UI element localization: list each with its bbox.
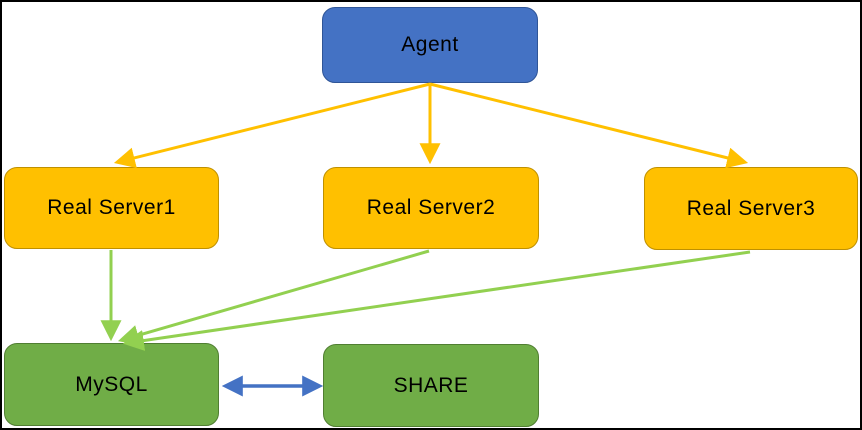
node-real-server3: Real Server3: [644, 167, 858, 250]
node-real-server1: Real Server1: [4, 167, 219, 249]
node-share-label: SHARE: [393, 373, 469, 397]
node-agent: Agent: [322, 7, 538, 83]
node-mysql-label: MySQL: [75, 372, 148, 396]
edge-real-server3-to-mysql: [122, 250, 751, 351]
node-real-server2-label: Real Server2: [366, 196, 496, 219]
node-share: SHARE: [323, 344, 539, 427]
edge-agent-to-real-server3: [429, 82, 749, 169]
node-real-server1-label: Real Server1: [47, 196, 176, 219]
node-agent-label: Agent: [401, 33, 459, 56]
node-real-server2: Real Server2: [323, 167, 539, 249]
node-real-server3-label: Real Server3: [686, 196, 816, 220]
edge-real-server2-to-mysql: [117, 249, 430, 346]
node-mysql: MySQL: [4, 343, 219, 426]
edge-agent-to-real-server1: [113, 82, 431, 169]
